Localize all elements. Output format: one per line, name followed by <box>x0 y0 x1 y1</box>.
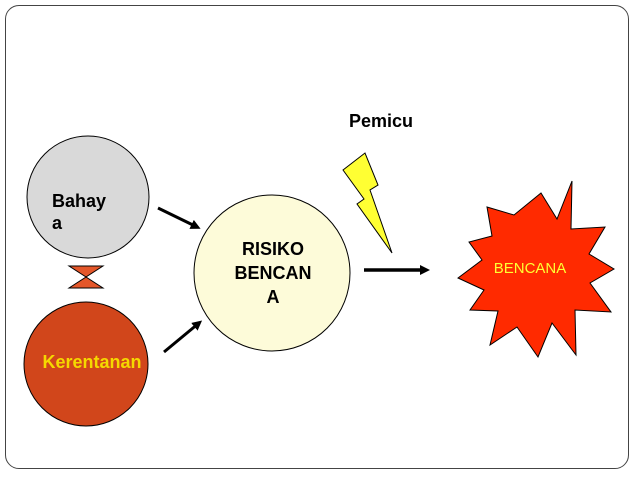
vulnerability-label: Kerentanan <box>42 352 142 372</box>
hourglass-connector <box>67 265 105 289</box>
vulnerability-to-risk-arrow <box>163 320 203 354</box>
vulnerability-circle <box>23 301 149 427</box>
disaster-label: BENCANA <box>493 260 567 277</box>
slide-frame <box>5 5 629 469</box>
hazard-circle <box>26 135 150 259</box>
risk-label: RISIKO BENCAN A <box>234 239 312 307</box>
hazard-label: Bahay a <box>52 191 107 233</box>
lightning-bolt-icon <box>342 152 393 254</box>
trigger-label: Pemicu <box>348 111 414 131</box>
hazard-to-risk-arrow <box>157 206 201 229</box>
disaster-burst <box>457 180 615 359</box>
risk-circle <box>193 194 351 352</box>
